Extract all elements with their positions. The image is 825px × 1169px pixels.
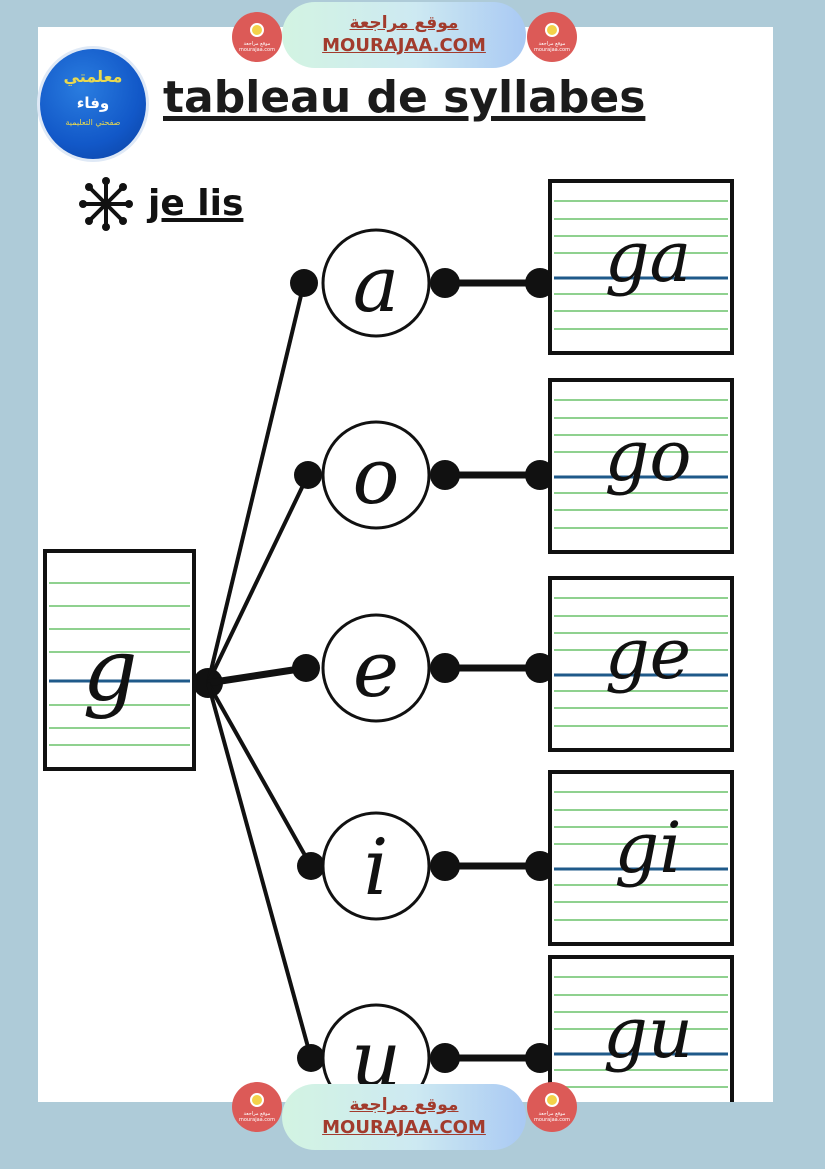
site-banner-top[interactable]: موقع مراجعة MOURAJAA.COM <box>282 2 526 68</box>
consonant-letter: g <box>82 621 137 721</box>
je-lis-heading: je lis <box>148 183 244 224</box>
vowel-letter: o <box>353 432 400 522</box>
branch-dot <box>294 461 322 489</box>
syllable-box: go <box>548 378 734 554</box>
connector-dot <box>430 1043 460 1073</box>
site-badge-icon: موقع مراجعة mourajaa.com <box>527 12 577 62</box>
badge-text: موقع مراجعة mourajaa.com <box>238 1111 275 1123</box>
vowel-letter: e <box>353 625 399 715</box>
syllable-text: go <box>605 415 692 497</box>
asterisk-icon <box>79 177 133 231</box>
vowel-node: e <box>321 613 431 723</box>
vowel-circle <box>321 228 431 338</box>
site-badge-icon: موقع مراجعة mourajaa.com <box>527 1082 577 1132</box>
consonant-box: g <box>43 549 196 771</box>
connector-dot <box>430 268 460 298</box>
banner-arabic-label[interactable]: موقع مراجعة <box>349 1095 459 1115</box>
branch-line <box>206 474 310 684</box>
banner-site-label[interactable]: MOURAJAA.COM <box>322 35 486 56</box>
badge-dot <box>545 1093 559 1107</box>
vowel-circle <box>321 613 431 723</box>
syllable-box: gi <box>548 770 734 946</box>
logo-line-2: وفاء <box>76 94 110 112</box>
badge-text: موقع مراجعة mourajaa.com <box>238 41 275 53</box>
site-badge-icon: موقع مراجعة mourajaa.com <box>232 12 282 62</box>
vowel-node: o <box>321 420 431 530</box>
logo-line-1: معلمتي <box>63 67 123 86</box>
syllable-box: ga <box>548 179 734 355</box>
vowel-node: i <box>321 811 431 921</box>
branch-dot <box>290 269 318 297</box>
branch-dot <box>297 1044 325 1072</box>
branch-line <box>206 282 306 684</box>
vowel-circle <box>321 1003 431 1102</box>
branch-line <box>207 664 307 687</box>
connector-dot <box>525 268 555 298</box>
vowel-node: a <box>321 228 431 338</box>
connector-dot <box>525 653 555 683</box>
teacher-logo: معلمتي وفاء صفحتي التعليمية <box>40 49 146 159</box>
connector-dot <box>525 851 555 881</box>
branch-dot <box>292 654 320 682</box>
connector-dot <box>430 460 460 490</box>
site-badge-icon: موقع مراجعة mourajaa.com <box>232 1082 282 1132</box>
vowel-circle <box>321 811 431 921</box>
badge-dot <box>250 23 264 37</box>
syllable-text: gi <box>614 807 681 889</box>
logo-line-3: صفحتي التعليمية <box>65 118 121 127</box>
branch-dot <box>297 852 325 880</box>
page-title: tableau de syllabes <box>163 72 646 123</box>
banner-arabic-label[interactable]: موقع مراجعة <box>349 13 459 33</box>
branch-line <box>206 682 313 1059</box>
vowel-letter: i <box>364 823 389 913</box>
badge-dot <box>545 23 559 37</box>
connector-dot <box>430 653 460 683</box>
vowel-circle <box>321 420 431 530</box>
syllable-box: ge <box>548 576 734 752</box>
connector-dot <box>430 851 460 881</box>
badge-text: موقع مراجعة mourajaa.com <box>533 41 570 53</box>
syllable-text: ge <box>605 613 691 695</box>
branch-line <box>206 682 313 867</box>
syllable-box: gu <box>548 955 734 1102</box>
badge-text: موقع مراجعة mourajaa.com <box>533 1111 570 1123</box>
site-banner-bottom[interactable]: موقع مراجعة MOURAJAA.COM <box>282 1084 526 1150</box>
connector-dot <box>525 1043 555 1073</box>
connector-dot <box>525 460 555 490</box>
banner-site-label[interactable]: MOURAJAA.COM <box>322 1117 486 1138</box>
syllable-text: gu <box>603 992 693 1074</box>
badge-dot <box>250 1093 264 1107</box>
vowel-letter: a <box>353 240 400 330</box>
syllable-text: ga <box>605 216 692 298</box>
connector-lines <box>193 268 555 1073</box>
